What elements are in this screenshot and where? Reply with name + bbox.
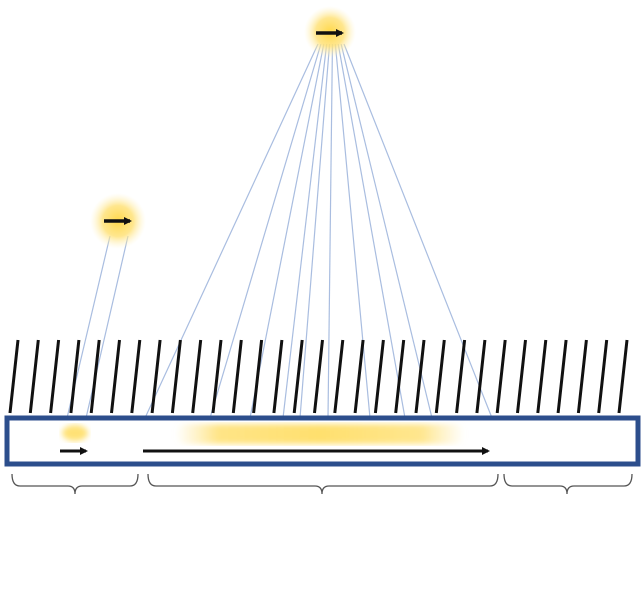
comb-line — [599, 340, 607, 413]
comb-line — [315, 340, 323, 413]
comb-line — [355, 340, 363, 413]
light-ray — [250, 44, 324, 418]
comb-line — [538, 340, 546, 413]
comb-line — [51, 340, 59, 413]
brackets — [12, 474, 632, 494]
comb-line — [254, 340, 262, 413]
comb-line — [112, 340, 120, 413]
comb-line — [416, 340, 424, 413]
comb-line — [497, 340, 505, 413]
comb-line — [152, 340, 160, 413]
comb-line — [477, 340, 485, 413]
comb-line — [132, 340, 140, 413]
comb-line — [91, 340, 99, 413]
tube — [7, 418, 638, 464]
comb-line — [375, 340, 383, 413]
comb-line — [233, 340, 241, 413]
comb-line — [10, 340, 18, 413]
left-bracket — [12, 474, 138, 494]
comb-line — [274, 340, 282, 413]
comb-line — [193, 340, 201, 413]
comb-line — [213, 340, 221, 413]
far-source — [304, 6, 356, 58]
comb-lines — [10, 340, 627, 413]
light-ray — [338, 44, 405, 418]
right-bracket — [504, 474, 632, 494]
near-source — [90, 193, 146, 249]
comb-line — [619, 340, 627, 413]
middle-bracket — [148, 474, 498, 494]
glow-band — [175, 424, 465, 444]
comb-line — [71, 340, 79, 413]
comb-line — [335, 340, 343, 413]
comb-line — [558, 340, 566, 413]
comb-line — [578, 340, 586, 413]
light-ray — [328, 44, 332, 418]
small-glow-spot — [62, 425, 88, 441]
light-ray — [145, 44, 318, 418]
comb-line — [30, 340, 38, 413]
comb-line — [518, 340, 526, 413]
comb-line — [436, 340, 444, 413]
comb-line — [457, 340, 465, 413]
